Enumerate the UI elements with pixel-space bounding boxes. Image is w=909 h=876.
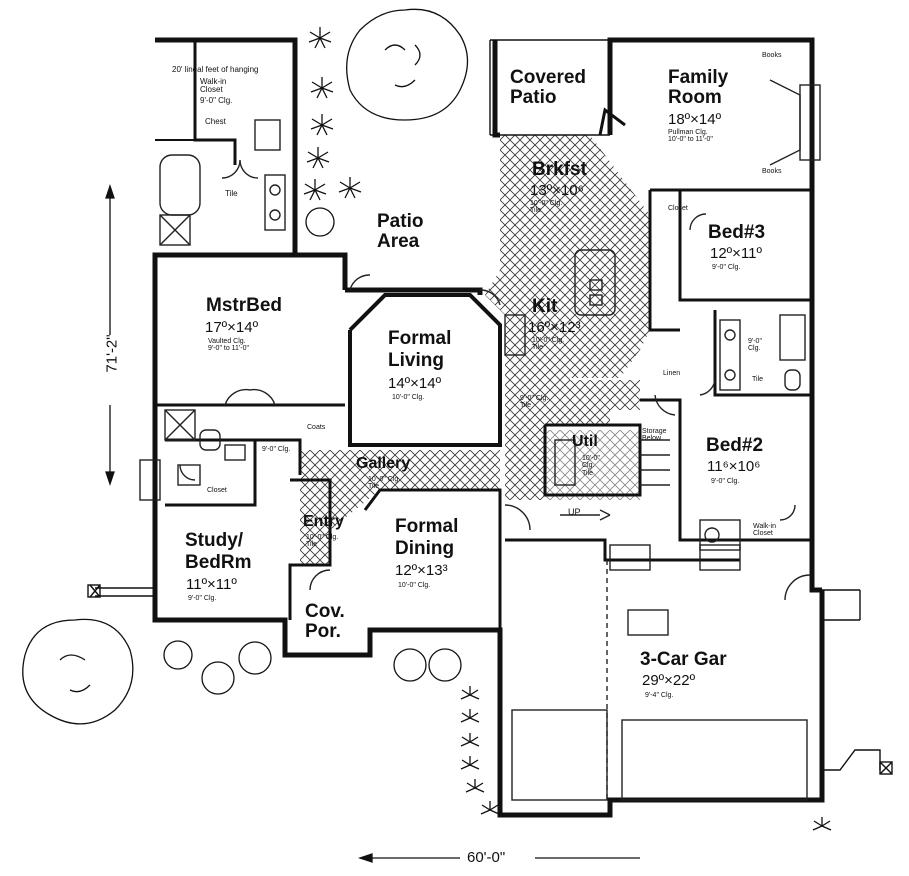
study-closet-label: Closet xyxy=(207,487,227,494)
master-closet-label: Walk-in Closet xyxy=(200,77,227,95)
stairs-up-label: UP xyxy=(568,507,581,517)
bath2-ceiling: 9'-0" Clg. xyxy=(748,338,762,353)
brkfst-label: Brkfst xyxy=(532,159,587,180)
bed2-label: Bed#2 xyxy=(706,435,764,456)
dimension-arrows xyxy=(105,183,640,863)
entry-ceiling: 10'-0" Clg. Tile xyxy=(306,534,339,549)
gallery-tile xyxy=(300,450,500,565)
bed3-ceiling: 9'-0" Clg. xyxy=(712,264,741,271)
formal-dining-label: Formal Dining xyxy=(395,516,459,559)
books-bottom-label: Books xyxy=(762,168,782,175)
hall-ceiling-east: 9'-0" Clg. Tile xyxy=(520,395,549,410)
gallery-label: Gallery xyxy=(356,455,411,472)
family-room-ceiling: Pullman Clg. 10'-0" to 11'-0" xyxy=(668,129,713,144)
master-closet-ceiling: 9'-0" Clg. xyxy=(200,96,233,105)
site-elements xyxy=(87,39,893,775)
garage-dims: 29º×22º xyxy=(642,672,696,689)
bed3-dims: 12º×11º xyxy=(710,245,762,262)
formal-living-label: Formal Living xyxy=(388,328,452,371)
tile-areas xyxy=(300,135,650,565)
hall-ceiling-west: 9'-0" Clg. xyxy=(262,446,291,453)
study-ceiling: 9'-0" Clg. xyxy=(188,595,217,602)
covered-patio-label: Covered Patio xyxy=(510,67,587,108)
util-label: Util xyxy=(572,433,598,450)
family-room-dims: 18º×14º xyxy=(668,111,722,128)
formal-dining-dims: 12º×13³ xyxy=(395,562,448,579)
trees xyxy=(22,8,469,725)
linen-label: Linen xyxy=(663,370,681,377)
util-tile xyxy=(545,430,640,500)
kitchen-dims: 16º×12³ xyxy=(528,319,581,336)
kitchen-label: Kit xyxy=(532,296,558,317)
brkfst-dims: 13º×10⁶ xyxy=(530,182,584,199)
study-label: Study/ BedRm xyxy=(185,530,252,573)
family-room-label: Family Room xyxy=(668,67,729,108)
overall-width: 60'-0" xyxy=(467,849,506,866)
formal-living-ceiling: 10'-0" Clg. xyxy=(392,394,425,401)
bath2-tile-label: Tile xyxy=(752,376,764,383)
formal-living-dims: 14º×14º xyxy=(388,375,442,392)
patio-area-label: Patio Area xyxy=(377,211,424,252)
kitchen-ceiling: 10'-0" Clg. Tile xyxy=(532,337,565,352)
formal-dining-ceiling: 10'-0" Clg. xyxy=(398,582,431,589)
books-top-label: Books xyxy=(762,52,782,59)
garage-ceiling: 9'-4" Clg. xyxy=(645,692,674,699)
hanging-note: 20' lineal feet of hanging xyxy=(172,65,259,74)
hall-tile xyxy=(505,380,640,500)
brkfst-kitchen-tile xyxy=(485,135,650,380)
palm-plants xyxy=(303,27,832,831)
storage-below-label: Storage Below xyxy=(642,428,667,443)
bed3-label: Bed#3 xyxy=(708,222,766,243)
gallery-ceiling: 10'-0" Clg. Tile xyxy=(368,476,401,491)
bed2-ceiling: 9'-0" Clg. xyxy=(711,478,740,485)
garage-label: 3-Car Gar xyxy=(640,649,727,670)
chest-label: Chest xyxy=(205,117,226,126)
overall-depth: 71'-2" xyxy=(103,334,121,373)
bed2-dims: 11⁶×10⁶ xyxy=(707,458,761,475)
master-bath-tile-label: Tile xyxy=(225,189,238,198)
bed3-closet-label: Closet xyxy=(668,205,688,212)
walls xyxy=(152,37,825,818)
master-bed-dims: 17º×14º xyxy=(205,319,259,336)
util-ceiling: 10'-0" Clg. Tile xyxy=(582,455,600,477)
covered-porch-label: Cov. Por. xyxy=(305,601,345,642)
bed2-closet-label: Walk-in Closet xyxy=(753,523,777,538)
brkfst-ceiling: 10'-0" Clg. Tile xyxy=(530,200,563,215)
entry-label: Entry xyxy=(303,513,344,530)
fixtures xyxy=(139,79,821,801)
coats-label: Coats xyxy=(307,424,326,431)
master-bed-label: MstrBed xyxy=(206,295,283,316)
master-bed-ceiling: Vaulted Clg. 9'-0" to 11'-0" xyxy=(208,338,249,353)
study-dims: 11º×11º xyxy=(186,576,237,593)
